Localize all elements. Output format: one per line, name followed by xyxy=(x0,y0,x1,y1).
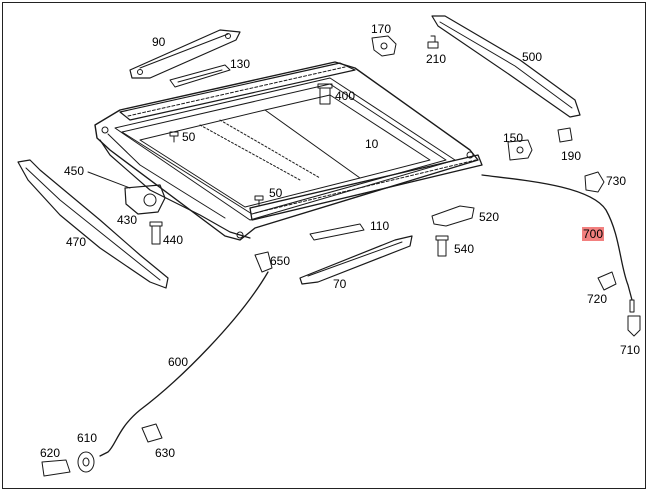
part-label-210[interactable]: 210 xyxy=(426,52,447,66)
part-540-shape xyxy=(435,235,449,257)
part-label-710[interactable]: 710 xyxy=(620,343,641,357)
part-label-190[interactable]: 190 xyxy=(561,149,582,163)
part-450-cable xyxy=(87,171,131,189)
part-label-720[interactable]: 720 xyxy=(587,292,608,306)
part-label-610[interactable]: 610 xyxy=(77,431,98,445)
part-label-70[interactable]: 70 xyxy=(333,277,347,291)
part-400-shape xyxy=(317,83,333,105)
part-label-620[interactable]: 620 xyxy=(40,446,61,460)
part-620-shape xyxy=(41,459,71,477)
part-label-50a[interactable]: 50 xyxy=(182,130,196,144)
part-label-450[interactable]: 450 xyxy=(64,164,85,178)
part-430-motor xyxy=(124,184,166,215)
part-label-540[interactable]: 540 xyxy=(454,242,475,256)
part-730-shape xyxy=(584,171,605,193)
part-label-150[interactable]: 150 xyxy=(503,131,524,145)
part-50b-shape xyxy=(254,195,264,207)
part-470-shape xyxy=(17,159,169,289)
part-label-470[interactable]: 470 xyxy=(66,235,87,249)
part-label-500[interactable]: 500 xyxy=(522,50,543,64)
part-720-shape xyxy=(597,271,617,291)
part-600-hose xyxy=(99,271,269,457)
part-50a-shape xyxy=(169,131,179,143)
part-440-shape xyxy=(149,221,163,245)
part-710-shape xyxy=(627,315,641,337)
sunroof-frame xyxy=(94,61,483,241)
part-110-shape xyxy=(309,223,365,241)
part-label-400[interactable]: 400 xyxy=(335,89,356,103)
part-90-shape xyxy=(129,29,241,79)
part-label-170[interactable]: 170 xyxy=(371,22,392,36)
part-700-hose xyxy=(481,174,635,313)
part-label-730[interactable]: 730 xyxy=(606,174,627,188)
part-label-110[interactable]: 110 xyxy=(370,219,390,233)
part-label-130[interactable]: 130 xyxy=(230,57,251,71)
part-label-90[interactable]: 90 xyxy=(152,35,166,49)
part-170-shape xyxy=(371,35,397,57)
part-70-shape xyxy=(299,235,413,285)
part-label-50b[interactable]: 50 xyxy=(269,186,283,200)
part-150-shape xyxy=(507,139,533,161)
part-190-shape xyxy=(557,127,573,143)
part-label-10[interactable]: 10 xyxy=(365,137,379,151)
part-500-shape xyxy=(431,15,581,118)
part-label-650[interactable]: 650 xyxy=(270,254,291,268)
part-130-shape xyxy=(169,64,231,88)
part-210-shape xyxy=(427,35,439,49)
part-520-shape xyxy=(431,205,475,227)
part-label-630[interactable]: 630 xyxy=(155,446,176,460)
part-610-shape xyxy=(77,451,95,473)
part-label-440[interactable]: 440 xyxy=(163,233,184,247)
part-label-600[interactable]: 600 xyxy=(168,355,189,369)
part-630-shape xyxy=(141,423,163,443)
part-label-700-highlighted[interactable]: 700 xyxy=(582,227,605,241)
part-label-430[interactable]: 430 xyxy=(117,213,138,227)
part-label-520[interactable]: 520 xyxy=(479,210,500,224)
part-650-shape xyxy=(254,251,273,273)
